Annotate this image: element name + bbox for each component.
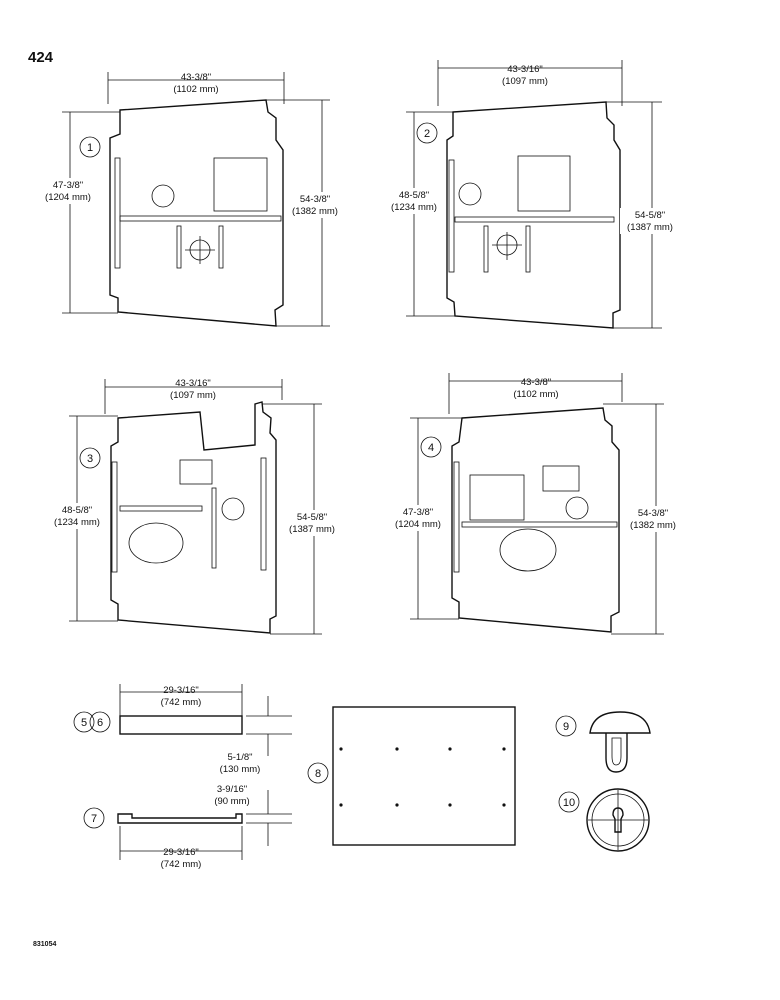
panel-1-slot-center-right [218, 225, 224, 269]
panel-2-left-mm: (1234 mm) [391, 202, 437, 213]
panel-1-cutout-square [213, 157, 268, 212]
svg-text:8: 8 [315, 768, 321, 780]
drawing-code: 831054 [33, 941, 56, 948]
panel-3: 43-3/16" (1097 mm) 48-5/8" (1234 mm) 54-… [48, 378, 340, 635]
panel-3-left-in: 48-5/8" [62, 505, 92, 516]
part-7-channel [117, 813, 243, 824]
callout-2 [416, 122, 438, 144]
panel-1-hole [151, 184, 175, 208]
svg-text:2: 2 [424, 128, 430, 140]
callout-6 [89, 711, 111, 733]
callout-8 [307, 762, 329, 784]
svg-text:7: 7 [91, 813, 97, 825]
panel-3-crossbar-short [119, 505, 203, 512]
panel-1: 43-3/8" (1102 mm) 47-3/8" (1204 mm) 54-3… [40, 72, 344, 327]
panel-4-outline [451, 407, 620, 633]
panel-2-slot-center-right [525, 225, 531, 273]
parts-5-6: 29-3/16" (742 mm) 5-1/8" (130 mm) 5 6 [73, 684, 292, 775]
parts-5-6-height-in: 5-1/8" [227, 752, 252, 763]
panel-3-slot-left [111, 461, 118, 573]
panel-3-width-mm: (1097 mm) [170, 390, 216, 401]
panel-3-cutout-square [179, 459, 213, 485]
panel-1-width-mm: (1102 mm) [173, 84, 218, 95]
part-9-fastener: 9 [555, 711, 651, 773]
panel-2-slot-left [448, 159, 455, 273]
panel-1-right-in: 54-3/8" [300, 194, 330, 205]
panel-3-outline [110, 401, 277, 634]
panel-2-width-mm: (1097 mm) [502, 76, 548, 87]
panel-1-right-mm: (1382 mm) [292, 206, 338, 217]
panel-2-crossbar [454, 216, 615, 223]
panel-2-outline [446, 101, 621, 329]
panel-4-cutout-large [469, 474, 525, 521]
parts-5-6-height-mm: (130 mm) [220, 764, 261, 775]
panel-2-width-in: 43-3/16" [507, 64, 543, 75]
part-7-length-mm: (742 mm) [161, 859, 202, 870]
panel-3-oval-cutout [128, 522, 184, 564]
part-8: 8 [307, 706, 516, 846]
panel-4-width-mm: (1102 mm) [513, 389, 558, 400]
svg-text:10: 10 [563, 797, 575, 809]
parts-5-6-strip [119, 715, 243, 735]
panel-1-slot-left [114, 157, 121, 269]
panel-3-hole [221, 497, 245, 521]
svg-text:1: 1 [87, 142, 93, 154]
panel-2-right-mm: (1387 mm) [627, 222, 673, 233]
svg-text:9: 9 [563, 721, 569, 733]
part-7-height-in: 3-9/16" [217, 784, 247, 795]
callout-9 [555, 715, 577, 737]
panel-4-left-mm: (1204 mm) [395, 519, 441, 530]
part-8-plate [332, 706, 516, 846]
callout-5 [73, 711, 95, 733]
panel-4-right-mm: (1382 mm) [630, 520, 676, 531]
panel-2-cutout-square [517, 155, 571, 212]
parts-5-6-length-mm: (742 mm) [161, 697, 202, 708]
panel-3-width-in: 43-3/16" [175, 378, 211, 389]
panel-2-hole [458, 182, 482, 206]
panel-4-oval-cutout [499, 528, 557, 572]
panel-3-right-in: 54-5/8" [297, 512, 327, 523]
panel-3-right-mm: (1387 mm) [289, 524, 335, 535]
panel-1-slot-center-left [176, 225, 182, 269]
panel-4-cutout-small [542, 465, 580, 492]
panel-4-left-in: 47-3/8" [403, 507, 433, 518]
svg-text:4: 4 [428, 442, 434, 454]
panel-1-left-mm: (1204 mm) [45, 192, 91, 203]
part-7-length-in: 29-3/16" [163, 847, 199, 858]
panel-2-left-in: 48-5/8" [399, 190, 429, 201]
panel-1-width-in: 43-3/8" [181, 72, 211, 83]
panel-4-width-in: 43-3/8" [521, 377, 551, 388]
svg-text:6: 6 [97, 717, 103, 729]
panel-1-outline [109, 99, 284, 327]
panel-2-slot-center-left [483, 225, 489, 273]
parts-5-6-length-in: 29-3/16" [163, 685, 199, 696]
panel-4-crossbar [461, 521, 618, 528]
callout-1 [79, 136, 101, 158]
panel-3-slot-right [260, 457, 267, 571]
callout-7 [83, 807, 105, 829]
svg-text:3: 3 [87, 453, 93, 465]
panel-3-slot-center [211, 487, 217, 569]
callout-4 [420, 436, 442, 458]
panel-4: 43-3/8" (1102 mm) 47-3/8" (1204 mm) 54-3… [389, 373, 682, 635]
panel-4-slot-left [453, 461, 460, 573]
panel-4-right-in: 54-3/8" [638, 508, 668, 519]
panel-1-crossbar [119, 215, 282, 222]
panel-1-left-in: 47-3/8" [53, 180, 83, 191]
part-10-grommet: 10 [558, 788, 650, 852]
callout-10 [558, 791, 580, 813]
svg-text:5: 5 [81, 717, 87, 729]
panel-3-left-mm: (1234 mm) [54, 517, 100, 528]
panel-4-hole [565, 496, 589, 520]
part-7-height-mm: (90 mm) [214, 796, 249, 807]
page-number: 424 [28, 49, 54, 66]
part-7: 3-9/16" (90 mm) 29-3/16" (742 mm) 7 [83, 784, 292, 870]
panel-2-right-in: 54-5/8" [635, 210, 665, 221]
callout-3 [79, 447, 101, 469]
panel-2: 43-3/16" (1097 mm) 48-5/8" (1234 mm) 54-… [386, 60, 678, 329]
